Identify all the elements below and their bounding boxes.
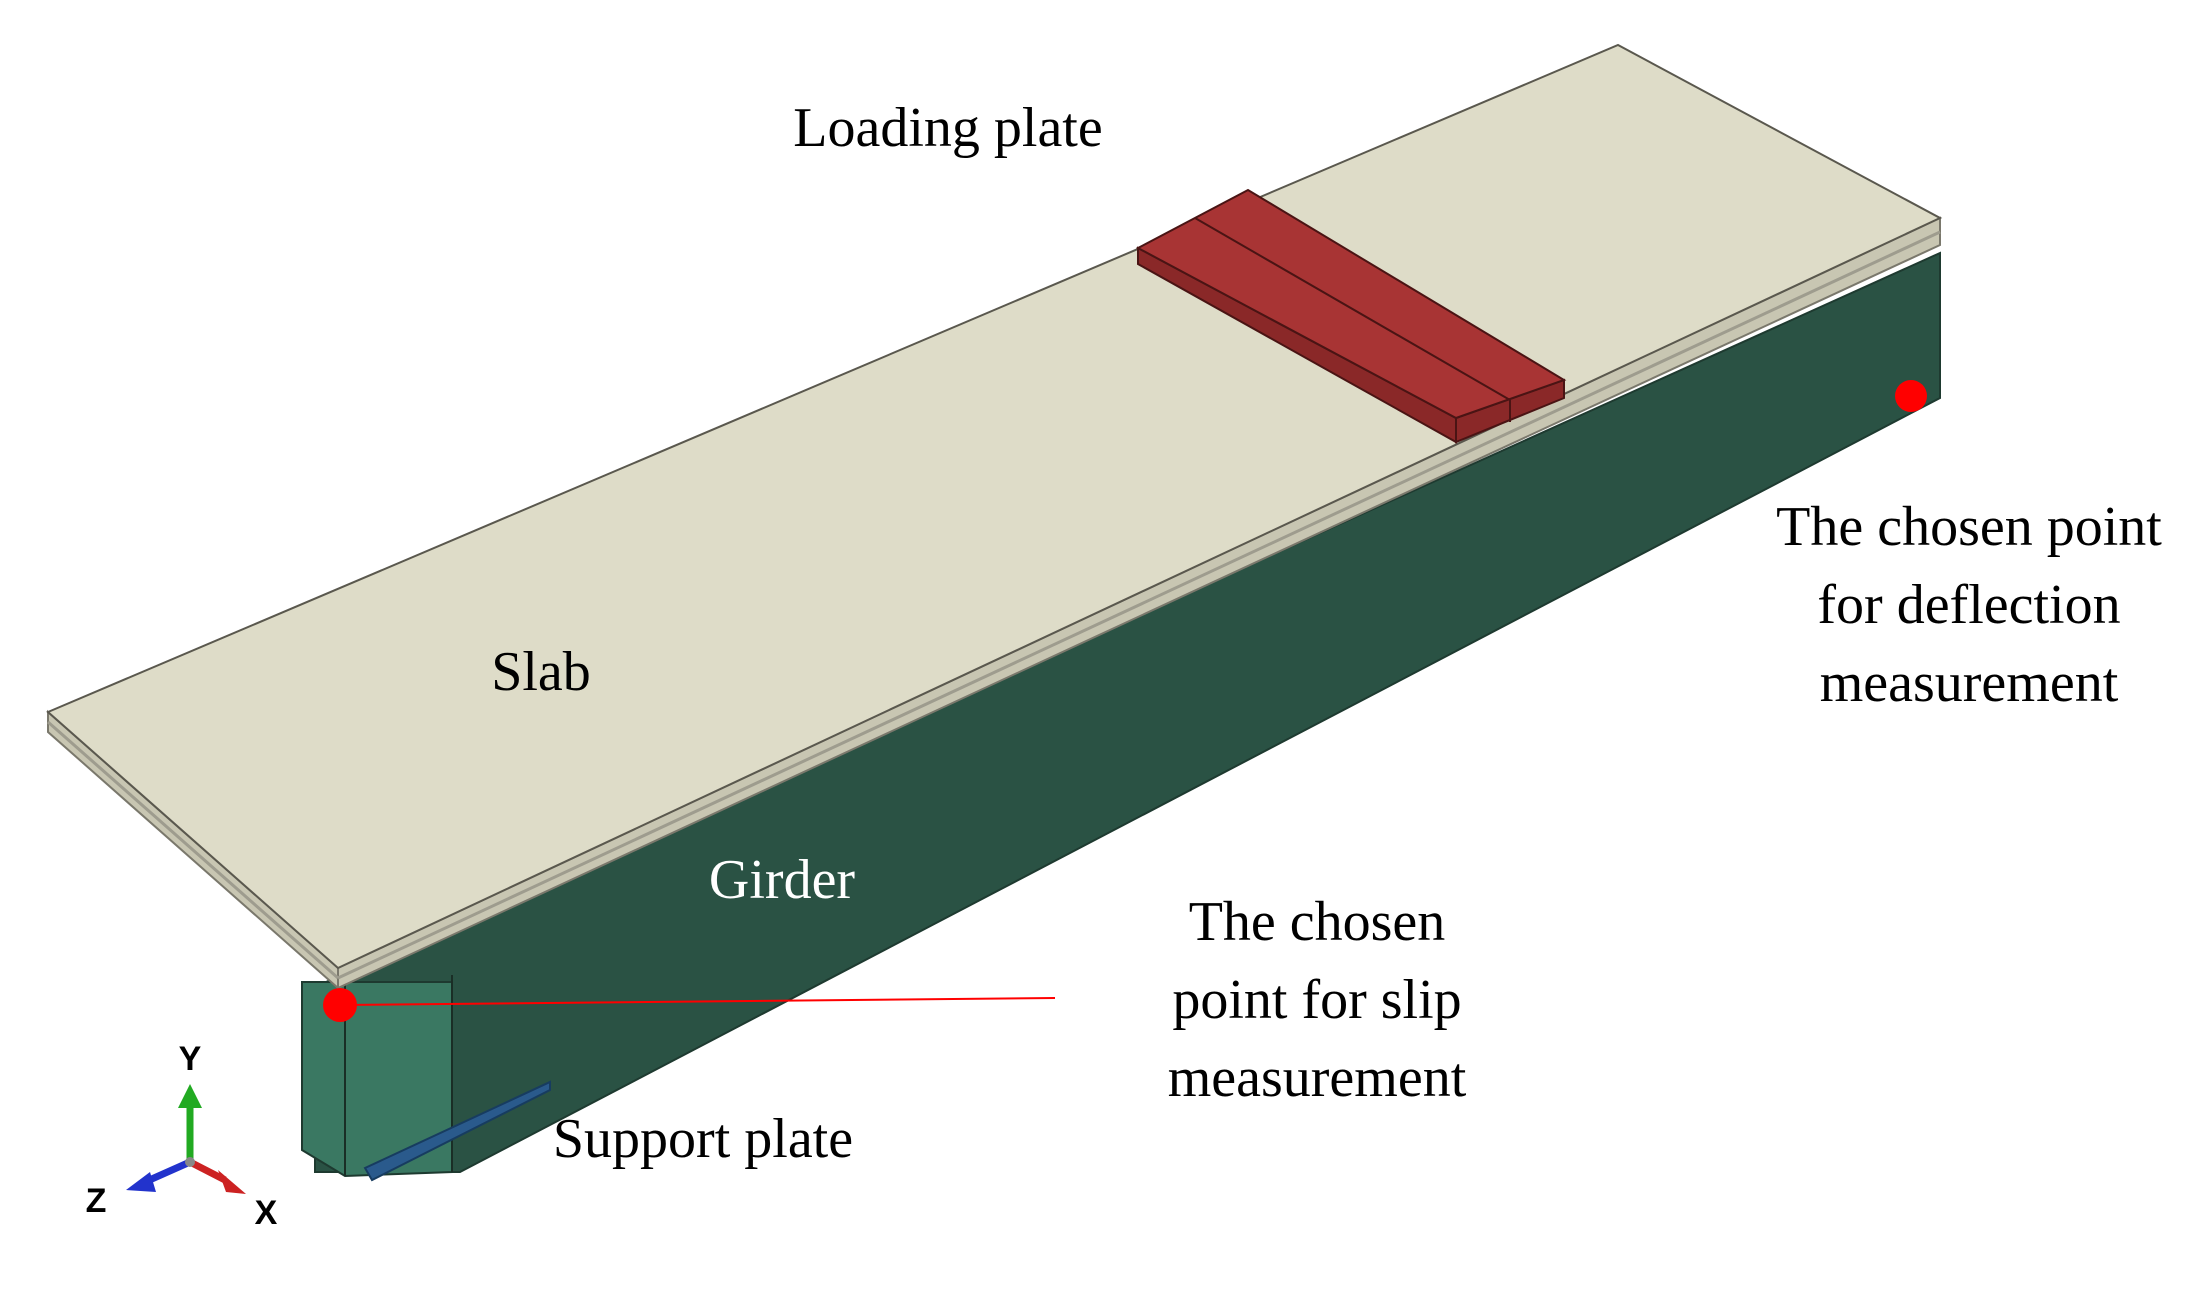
axis-origin [185,1157,195,1167]
deflection-label-line-2: for deflection [1817,574,2120,636]
girder-end-face [301,981,453,1178]
loading-plate-divider [1194,217,1511,401]
x-axis-line [188,1158,227,1184]
deflection-label-line-3: measurement [1820,652,2119,714]
deflection-label-line-1: The chosen point [1776,496,2162,558]
slab [46,43,1943,991]
slip-point-marker [323,988,357,1022]
deflection-point-marker [1895,380,1927,412]
slab-label: Slab [491,641,591,703]
loading-plate [1135,188,1567,444]
z-axis-line [143,1158,192,1186]
slip-leader-line [339,997,1056,1006]
support-plate [363,1080,551,1182]
x-axis-label: X [255,1194,278,1232]
slab-front-seam [47,720,339,980]
z-axis-arrow-icon [126,1172,156,1192]
support-plate-label: Support plate [553,1108,853,1170]
girder [301,251,1941,1178]
slab-top-face [46,43,1943,970]
x-axis-arrow-icon [218,1170,246,1194]
slip-label-line-3: measurement [1168,1047,1467,1109]
loading-plate-label: Loading plate [793,97,1102,159]
slab-seam [337,230,1941,980]
slip-label-line-2: point for slip [1172,969,1461,1031]
y-axis-arrow-icon [178,1084,202,1108]
axis-triad: Y Z X [86,1040,278,1232]
slip-label-line-1: The chosen [1189,891,1446,953]
z-axis-label: Z [86,1182,107,1220]
y-axis-label: Y [179,1040,202,1078]
girder-label: Girder [709,849,856,911]
